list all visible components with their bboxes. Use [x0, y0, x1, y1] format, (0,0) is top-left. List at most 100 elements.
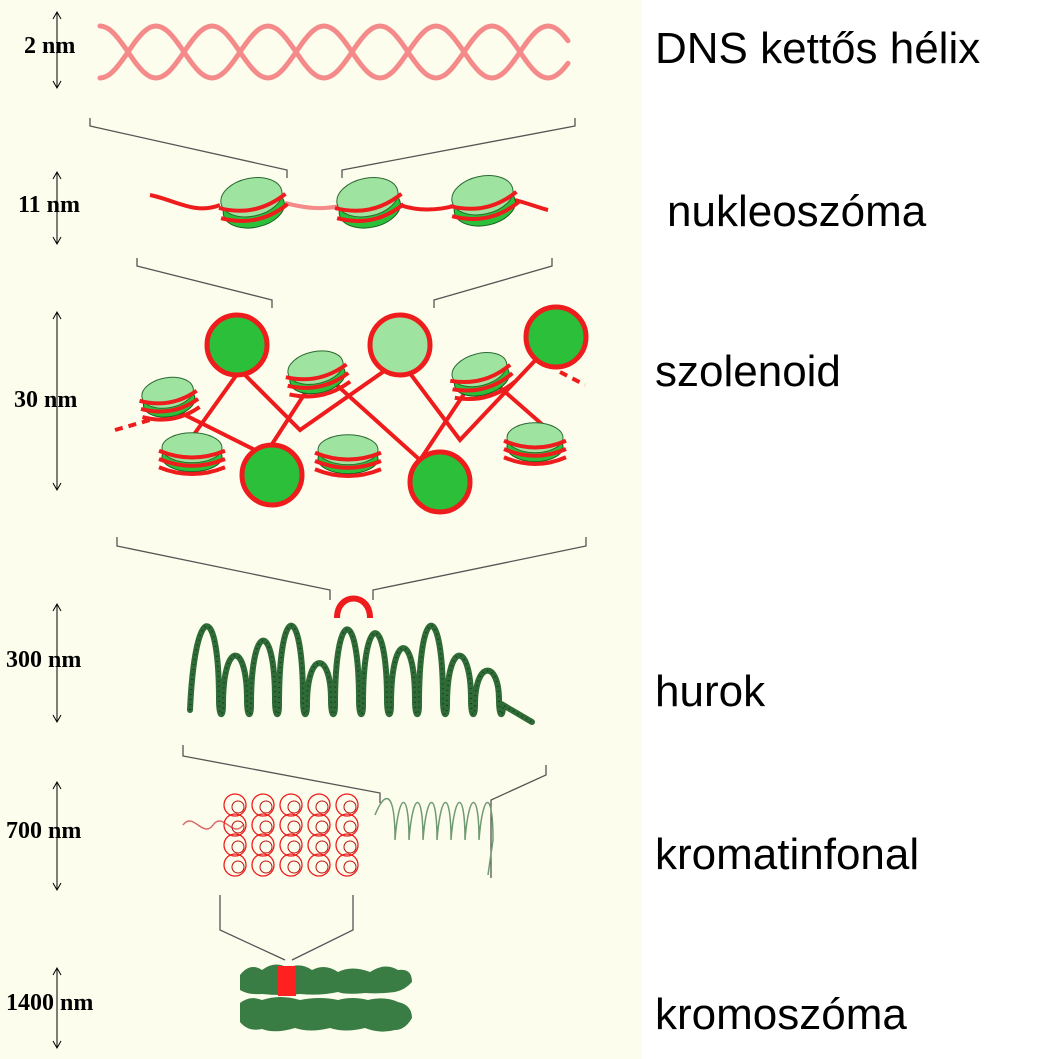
coil-turn — [223, 853, 247, 877]
nucleosome-face — [367, 312, 433, 378]
coil-turn — [335, 793, 359, 817]
nucleosome-face — [239, 442, 305, 508]
scale-arrow-head-down — [52, 882, 62, 892]
dna-strand — [97, 23, 571, 81]
coil-inner — [315, 800, 329, 814]
linker-dna — [514, 198, 549, 212]
dna-wrap — [451, 200, 520, 221]
connector-line — [341, 118, 576, 178]
scale-arrow-head-down — [52, 482, 62, 492]
scale-arrow-head-down — [52, 236, 62, 246]
stage-name-solenoid: szolenoid — [655, 347, 841, 396]
linker-dna — [149, 193, 221, 211]
dna-wrap — [220, 202, 289, 223]
linker-dna — [284, 201, 341, 211]
coil-inner — [343, 820, 357, 834]
scale-arrow-head-up — [52, 966, 62, 976]
coil-lead — [182, 820, 244, 830]
scale-label-11nm: 11 nm — [18, 192, 81, 218]
coil-turn — [251, 853, 275, 877]
nucleosome — [503, 422, 567, 466]
coil-inner — [231, 840, 245, 854]
loop-highlight — [334, 595, 373, 619]
coil-turn — [307, 833, 331, 857]
coil-inner — [231, 820, 245, 834]
dna-tail — [114, 418, 151, 432]
nucleosome — [158, 432, 226, 476]
coil-inner — [259, 840, 273, 854]
connector-line — [116, 537, 331, 600]
scale-label-300nm: 300 nm — [6, 647, 82, 673]
chromatin-fiber — [182, 793, 494, 877]
dna-double-helix — [97, 23, 571, 81]
dna-wrap — [503, 447, 567, 458]
chromatid-lower — [240, 997, 412, 1032]
coil-inner — [343, 800, 357, 814]
coil-turn — [335, 833, 359, 857]
coil-turn — [223, 813, 247, 837]
coil-turn — [251, 813, 275, 837]
zigzag-linker — [188, 348, 547, 444]
coil-inner — [259, 800, 273, 814]
dna-strand — [97, 23, 571, 81]
dna-wrap — [314, 467, 382, 478]
dna-wrap — [334, 192, 403, 213]
nucleosome-face — [523, 304, 589, 370]
nucleosome — [139, 376, 201, 422]
stage-name-dna-helix: DNS kettős hélix — [655, 24, 981, 73]
connector-lines — [89, 118, 587, 961]
connector-line — [490, 765, 547, 878]
dna-wrap — [158, 457, 226, 468]
solenoid-fiber — [114, 304, 589, 515]
dna-wrap — [218, 192, 287, 213]
stage-name-nucleosome: nukleoszóma — [667, 187, 927, 236]
coil-inner — [343, 840, 357, 854]
dna-wrap — [140, 397, 200, 414]
nucleosome — [218, 177, 289, 229]
dna-wrap — [285, 362, 348, 382]
chromosome-highlight-band — [278, 966, 296, 996]
coil-inner — [259, 860, 273, 874]
coil-turn — [335, 853, 359, 877]
coil-inner — [259, 820, 273, 834]
loop-fiber — [187, 595, 535, 725]
dna-wrap — [158, 465, 226, 476]
scale-arrow-head-up — [52, 780, 62, 790]
histone-top — [451, 352, 508, 388]
connector-line — [291, 895, 354, 961]
nucleosome — [449, 352, 516, 402]
nucleosome-chain — [149, 175, 549, 229]
dna-tail — [559, 370, 586, 387]
coil-turn — [335, 813, 359, 837]
nucleosome-face — [407, 449, 473, 515]
connector-line — [89, 118, 288, 178]
coil-inner — [343, 860, 357, 874]
coil-inner — [315, 840, 329, 854]
stage-name-chromatin: kromatinfonal — [655, 830, 920, 879]
coil-inner — [287, 840, 301, 854]
coil-inner — [287, 820, 301, 834]
scale-arrow-head-down — [52, 714, 62, 724]
dna-wrap — [503, 438, 567, 450]
dna-wrap — [314, 459, 382, 470]
coil-turn — [251, 833, 275, 857]
coil-turn — [279, 833, 303, 857]
coil-inner — [315, 820, 329, 834]
coil-tail — [374, 797, 494, 876]
scale-arrows — [52, 10, 62, 1050]
nucleosome — [334, 177, 405, 229]
scale-arrow-head-up — [52, 170, 62, 180]
nucleosome-face — [204, 312, 270, 378]
coil-turn — [307, 793, 331, 817]
coil-turn — [279, 793, 303, 817]
coil-turn — [223, 833, 247, 857]
dna-wrap — [503, 455, 567, 466]
dna-wrap — [141, 405, 201, 422]
connector-line — [433, 258, 553, 308]
scale-arrow-head-up — [52, 602, 62, 612]
panel-background — [0, 0, 642, 1059]
chromatid-upper — [240, 964, 412, 995]
dna-wrap — [139, 389, 198, 406]
coil-turn — [251, 793, 275, 817]
diagram-panel: 2 nm 11 nm 30 nm 300 nm 700 nm 1400 nm — [0, 0, 642, 1059]
